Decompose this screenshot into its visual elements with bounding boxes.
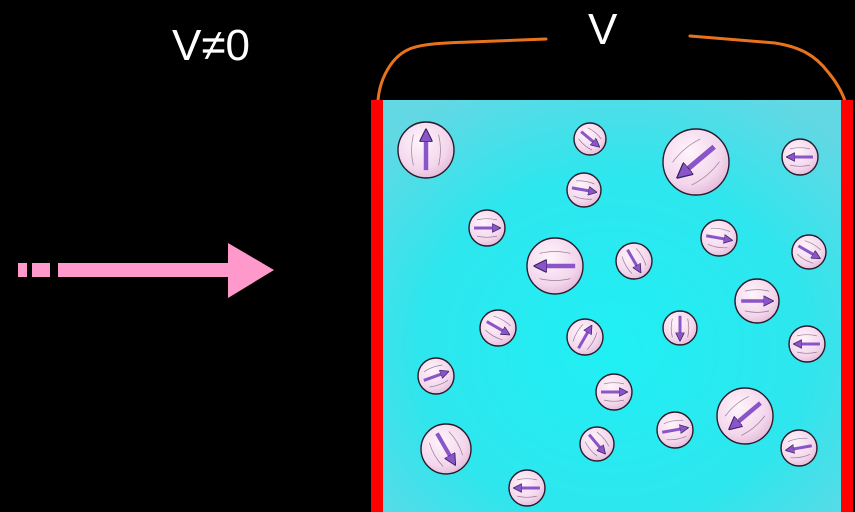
particle [716, 387, 774, 445]
arrow-dash-1 [18, 263, 27, 277]
right-wall [841, 100, 853, 512]
particle [468, 209, 506, 247]
particle [662, 310, 698, 346]
particle [417, 357, 455, 395]
particle [573, 122, 607, 156]
particle [662, 128, 730, 196]
particle [420, 423, 472, 475]
right-arrow-icon [58, 243, 274, 298]
left-wall [371, 100, 383, 512]
particle [780, 429, 818, 467]
particle [788, 325, 826, 363]
particles [397, 121, 827, 507]
arrow-dash-2 [32, 263, 50, 277]
particle [579, 426, 615, 462]
particle [566, 318, 604, 356]
particle [479, 309, 517, 347]
particle [595, 373, 633, 411]
particle [526, 237, 584, 295]
particle [791, 234, 827, 270]
velocity-nonzero-label: V≠0 [172, 21, 250, 70]
particle [615, 242, 653, 280]
particle [397, 121, 455, 179]
particle [700, 219, 738, 257]
particle [781, 138, 819, 176]
volume-brace [376, 34, 848, 106]
particle [734, 278, 780, 324]
particle [656, 411, 694, 449]
particle [566, 172, 602, 208]
volume-label: V [588, 5, 618, 54]
particle [508, 469, 546, 507]
motion-arrow [18, 243, 274, 298]
